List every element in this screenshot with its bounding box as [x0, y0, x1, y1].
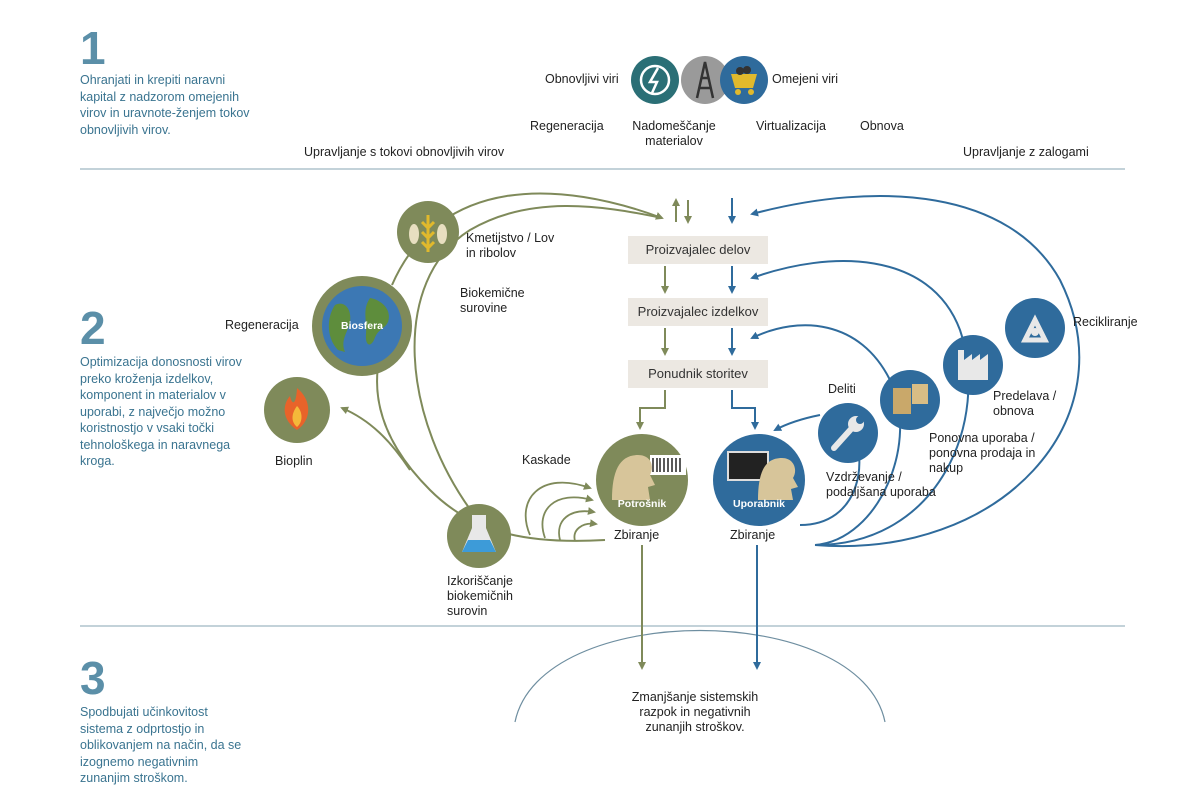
- service-provider-box: Ponudnik storitev: [628, 360, 768, 388]
- biochemical-label: Biokemične surovine: [460, 286, 525, 315]
- share-label: Deliti: [828, 382, 856, 396]
- refurbish-label: Predelava / obnova: [993, 389, 1057, 418]
- substitution-label: Nadomeščanje materialov: [632, 119, 716, 148]
- leakage-dome: [514, 629, 886, 723]
- extraction-label: Izkoriščanje biokemičnih surovin: [447, 574, 514, 618]
- maintain-label: Vzdrževanje / podaljšana uporaba: [826, 470, 936, 499]
- regeneration-label: Regeneracija: [225, 318, 299, 332]
- regeneration-header-label: Regeneracija: [530, 119, 604, 133]
- stock-management-label: Upravljanje z zalogami: [963, 145, 1089, 159]
- wrench-icon: [818, 403, 878, 463]
- mine-cart-icon: [720, 56, 768, 104]
- wheat-fish-icon: [397, 201, 459, 263]
- product-manufacturer-box: Proizvajalec izdelkov: [628, 298, 768, 326]
- flask-icon: [447, 504, 511, 568]
- user-collection-label: Zbiranje: [730, 528, 776, 542]
- section-text-2: Optimizacija donosnosti virov preko krož…: [80, 355, 242, 468]
- section-text-1: Ohranjati in krepiti naravni kapital z n…: [80, 73, 250, 137]
- restore-label: Obnova: [860, 119, 904, 133]
- farming-label: Kmetijstvo / Lov in ribolov: [466, 231, 555, 260]
- leakage-label: Zmanjšanje sistemskih razpok in negativn…: [631, 690, 759, 734]
- cascades-label: Kaskade: [522, 453, 571, 467]
- consumer-collection-label: Zbiranje: [614, 528, 660, 542]
- user-label: Uporabnik: [733, 498, 785, 510]
- user-icon: [713, 434, 805, 526]
- parts-manufacturer-box: Proizvajalec delov: [628, 236, 768, 264]
- consumer-icon: [596, 434, 688, 526]
- boxes-icon: [880, 370, 940, 430]
- renewable-energy-icon: [631, 56, 679, 104]
- biosphere-label: Biosfera: [340, 320, 383, 332]
- section-text-3: Spodbujati učinkovitost sistema z odprto…: [80, 705, 242, 785]
- oil-derrick-icon: [681, 56, 729, 104]
- recycle-label: Recikliranje: [1073, 315, 1138, 329]
- virtualization-label: Virtualizacija: [756, 119, 826, 133]
- flow-management-label: Upravljanje s tokovi obnovljivih virov: [304, 145, 505, 159]
- section-number-2: 2: [80, 302, 106, 354]
- section-number-3: 3: [80, 652, 106, 704]
- renewable-label: Obnovljivi viri: [545, 72, 619, 86]
- fire-icon: [264, 377, 330, 443]
- biosphere-globe-icon: [312, 276, 412, 376]
- consumer-label: Potrošnik: [617, 498, 667, 510]
- reuse-label: Ponovna uporaba / ponovna prodaja in nak…: [929, 431, 1036, 475]
- limited-label: Omejeni viri: [772, 72, 838, 86]
- factory-icon: [943, 335, 1003, 395]
- recycle-icon: [1005, 298, 1065, 358]
- biogas-label: Bioplin: [275, 454, 313, 468]
- section-number-1: 1: [80, 22, 106, 74]
